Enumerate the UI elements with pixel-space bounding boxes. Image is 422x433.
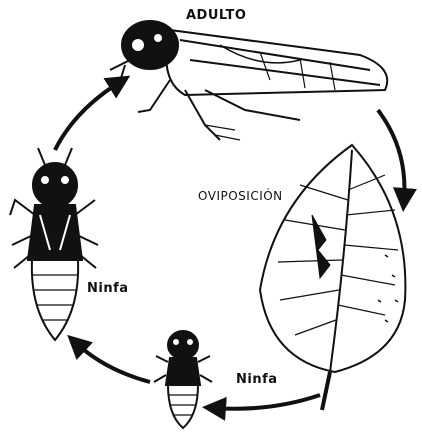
arrow-leaf-to-small-nymph [214,395,320,409]
arrow-large-nymph-to-adult [55,82,120,150]
adult-insect-illustration [110,21,387,140]
leaf-illustration [260,145,405,410]
small-nymph-label: Ninfa [236,372,278,387]
adult-label: ADULTO [186,8,246,23]
oviposition-label: OVIPOSICIÓN [198,189,283,203]
large-nymph-label: Ninfa [87,281,129,296]
large-nymph-illustration [10,148,98,340]
small-nymph-illustration [154,331,212,428]
arrow-small-nymph-to-large-nymph [76,343,150,382]
